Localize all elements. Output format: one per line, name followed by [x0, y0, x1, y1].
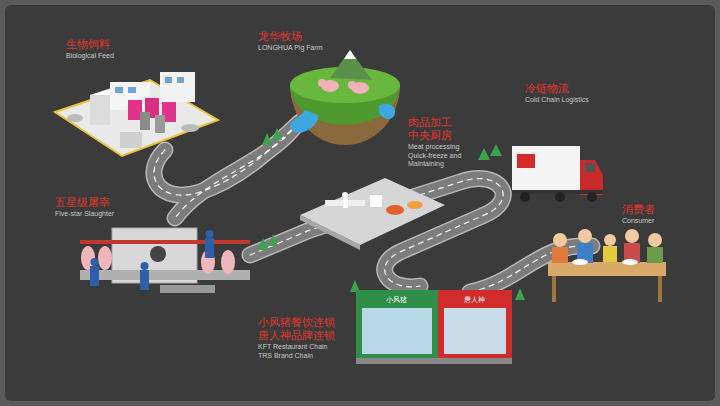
- chinese-title: 五星级屠宰: [55, 196, 114, 209]
- store-sign: 唐人神: [464, 297, 485, 304]
- chinese-title: 生物饲料: [66, 38, 114, 51]
- chinese-title: 肉品加工 中央厨房: [408, 116, 456, 142]
- stage-label: 生物饲料Biological Feed: [66, 38, 114, 61]
- english-subtitle: Biological Feed: [66, 52, 114, 60]
- english-subtitle: Five-star Slaughter: [55, 210, 114, 218]
- stage-label: 五星级屠宰Five-star Slaughter: [55, 196, 114, 219]
- chinese-title: 龙华牧场: [258, 30, 323, 43]
- english-subtitle: Consumer: [622, 217, 655, 225]
- chinese-title: 消费者: [622, 203, 655, 216]
- english-subtitle: Cold Chain Logistics: [525, 96, 589, 104]
- store-sign: 小风猪: [386, 297, 407, 304]
- stage-label: 小风猪餐饮连锁 唐人神品牌连锁KFT Restaurant Chain TRS …: [258, 316, 339, 360]
- chinese-title: 冷链物流: [525, 82, 589, 95]
- english-subtitle: LONGHUA Pig Farm: [258, 44, 323, 52]
- stage-label: 消费者Consumer: [622, 203, 655, 226]
- stage-label: 龙华牧场LONGHUA Pig Farm: [258, 30, 323, 53]
- english-subtitle: KFT Restaurant Chain TRS Brand Chain: [258, 343, 332, 360]
- english-subtitle: Meat processing Quick-freeze and Maintai…: [408, 143, 468, 168]
- stage-label: 冷链物流Cold Chain Logistics: [525, 82, 589, 105]
- stage-label: 肉品加工 中央厨房Meat processing Quick-freeze an…: [408, 116, 468, 169]
- chinese-title: 小风猪餐饮连锁 唐人神品牌连锁: [258, 316, 339, 342]
